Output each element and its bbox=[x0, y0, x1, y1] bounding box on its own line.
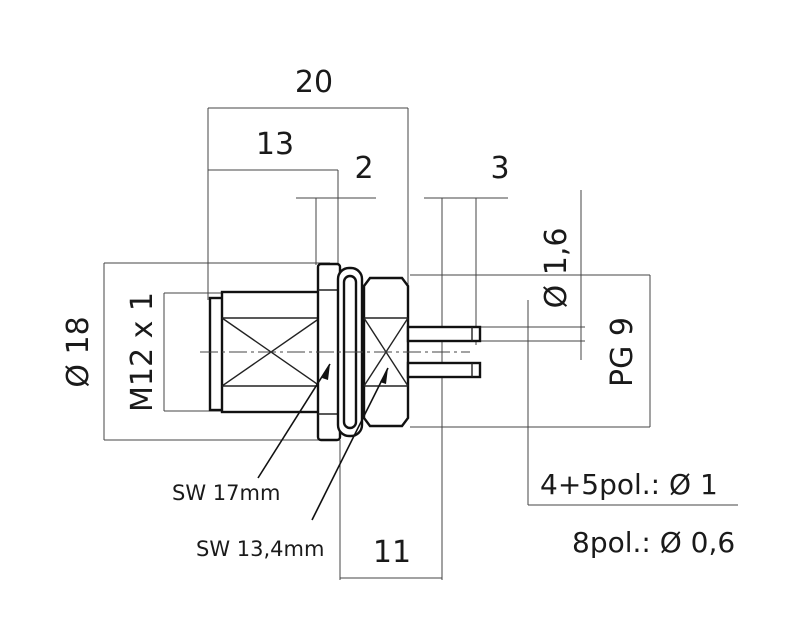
dimension-label-outer-diameter: Ø 18 bbox=[61, 316, 96, 387]
dimension-label-thread: M12 x 1 bbox=[125, 292, 160, 412]
dimension-flange-thickness: 2 bbox=[296, 151, 376, 265]
pin-note-4-5-pol: 4+5pol.: Ø 1 bbox=[540, 468, 718, 501]
pin-note-bracket: 4+5pol.: Ø 1 8pol.: Ø 0,6 bbox=[527, 300, 738, 559]
dimension-rear-length: 11 bbox=[339, 440, 442, 580]
dimension-label-3: 3 bbox=[490, 151, 509, 186]
wrench-size-nut: SW 13,4mm bbox=[196, 537, 324, 561]
dimension-label-20: 20 bbox=[295, 65, 333, 100]
pin-note-8-pol: 8pol.: Ø 0,6 bbox=[572, 526, 735, 559]
wrench-size-flange: SW 17mm bbox=[172, 481, 280, 505]
dimension-overall-length: 20 bbox=[207, 65, 409, 300]
dimension-pin-diameter: Ø 1,6 bbox=[480, 190, 585, 360]
dimension-pin-pitch: 3 bbox=[424, 151, 510, 580]
dimension-label-13: 13 bbox=[256, 127, 294, 162]
dimension-label-pg9: PG 9 bbox=[605, 317, 640, 387]
dimension-outer-diameter: Ø 18 bbox=[61, 262, 330, 441]
wrench-size-leaders: SW 17mm SW 13,4mm bbox=[172, 363, 389, 561]
dimension-mounting-thread: PG 9 bbox=[410, 274, 651, 428]
connector-pins bbox=[406, 325, 482, 379]
dimension-label-2: 2 bbox=[354, 151, 373, 186]
dimension-thread: M12 x 1 bbox=[125, 292, 222, 412]
dimension-body-length: 13 bbox=[208, 127, 339, 300]
dimension-label-11: 11 bbox=[373, 535, 411, 570]
dimension-label-pin-diameter: Ø 1,6 bbox=[539, 228, 574, 309]
